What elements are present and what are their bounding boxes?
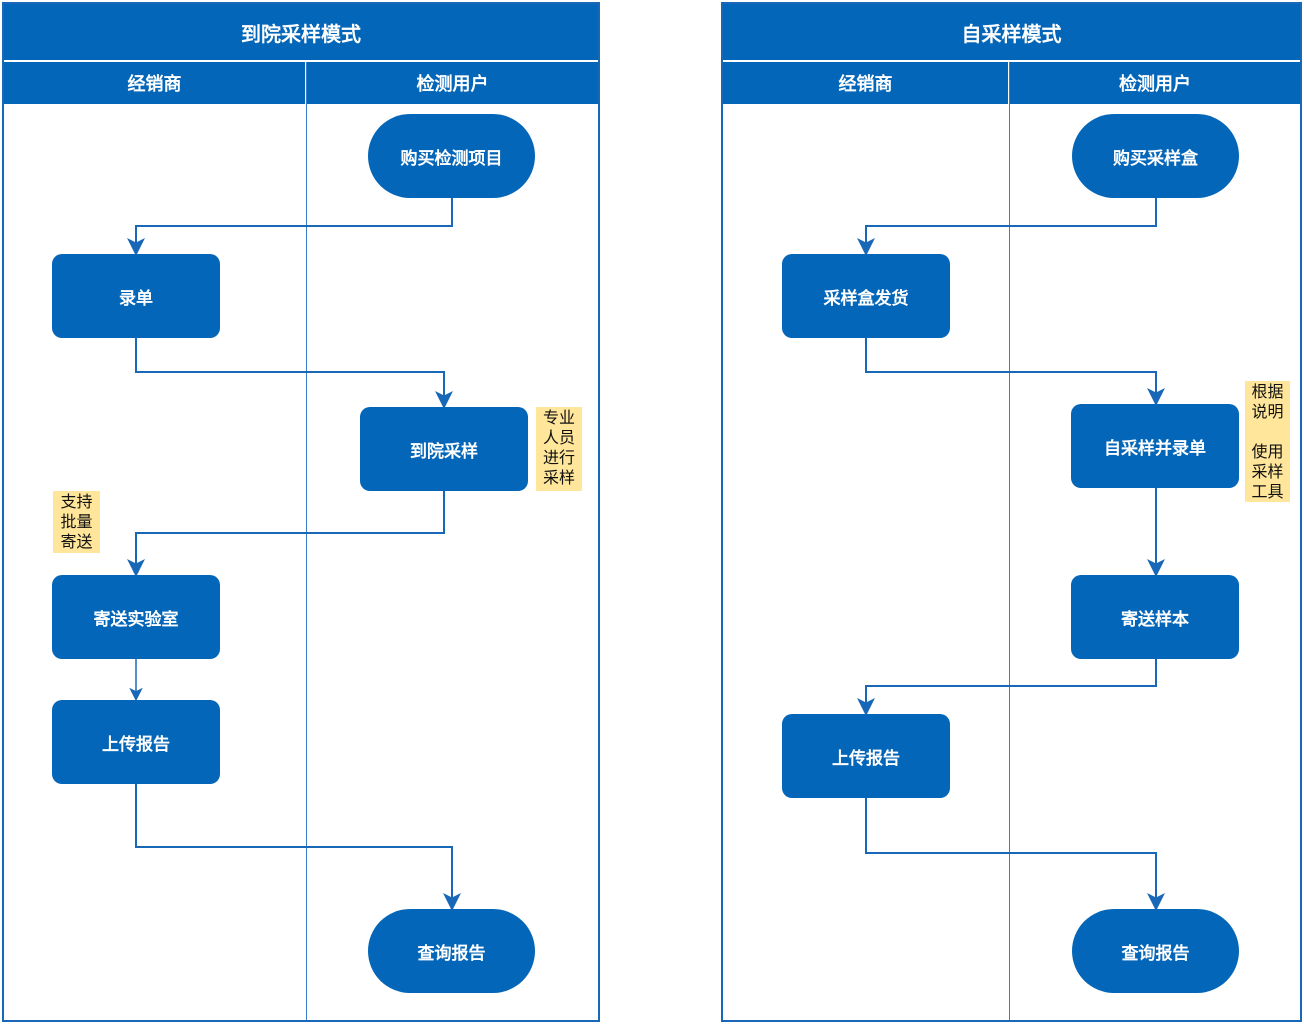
node-hospital-sampling: 到院采样 xyxy=(360,407,528,491)
node-query-report: 查询报告 xyxy=(368,909,535,993)
note-instructions: 根据 说明 使用 采样 工具 xyxy=(1245,381,1290,502)
node-query-report: 查询报告 xyxy=(1072,909,1239,993)
note-professional-staff: 专业 人员 进行 采样 xyxy=(536,407,582,491)
node-buy-sampling-kit: 购买采样盒 xyxy=(1072,114,1239,198)
node-order-entry: 录单 xyxy=(52,254,220,338)
lane-header-dealer: 经销商 xyxy=(4,62,305,104)
header-gap xyxy=(4,60,598,62)
node-kit-shipping: 采样盒发货 xyxy=(782,254,950,338)
header-gap xyxy=(723,60,1300,62)
pool-self-sampling: 自采样模式 经销商 检测用户 xyxy=(721,2,1302,1022)
lane-divider xyxy=(1009,62,1010,1020)
note-batch-send: 支持 批量 寄送 xyxy=(53,491,100,553)
lane-header-user: 检测用户 xyxy=(307,62,598,104)
node-send-sample: 寄送样本 xyxy=(1071,575,1239,659)
lane-header-user: 检测用户 xyxy=(1010,62,1300,104)
node-send-to-lab: 寄送实验室 xyxy=(52,575,220,659)
pool-title: 自采样模式 xyxy=(723,4,1300,60)
lane-divider xyxy=(306,62,307,1020)
pool-title: 到院采样模式 xyxy=(4,4,598,60)
node-upload-report: 上传报告 xyxy=(52,700,220,784)
node-upload-report: 上传报告 xyxy=(782,714,950,798)
node-buy-test-item: 购买检测项目 xyxy=(368,114,535,198)
node-self-sample-entry: 自采样并录单 xyxy=(1071,404,1239,488)
lane-header-dealer: 经销商 xyxy=(723,62,1008,104)
